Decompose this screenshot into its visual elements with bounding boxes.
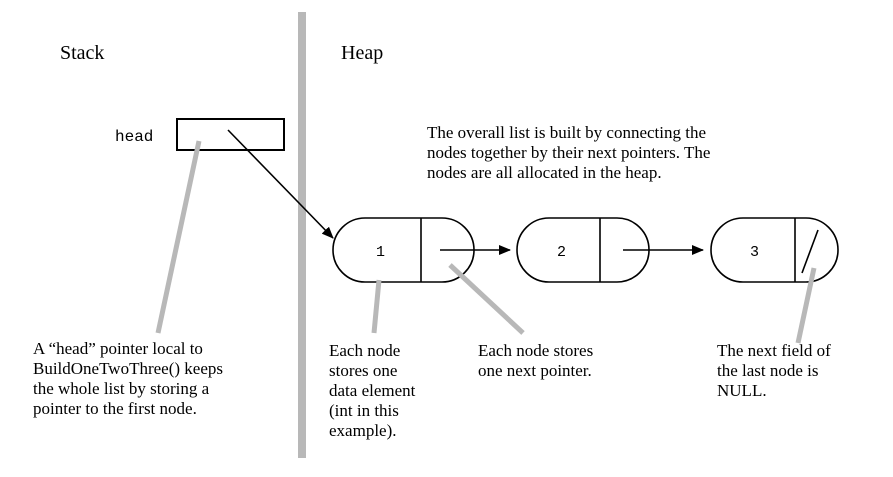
stack-heading: Stack [60, 42, 105, 64]
annotation-line: the whole list by storing a [33, 379, 210, 398]
data-element-annotation: Each node stores one data element (int i… [329, 341, 415, 441]
node-2 [516, 217, 650, 283]
annotation-line: Each node [329, 341, 401, 360]
null-field-annotation: The next field of the last node is NULL. [717, 341, 831, 401]
leader-null-field [795, 267, 817, 344]
leader-data-element [371, 279, 382, 334]
node-1 [332, 217, 475, 283]
annotation-line: The next field of [717, 341, 831, 360]
node-2-value: 2 [557, 244, 566, 261]
annotation-line: the last node is [717, 361, 819, 380]
annotation-line: A “head” pointer local to [33, 339, 203, 358]
annotation-line: stores one [329, 361, 398, 380]
annotation-line: pointer to the first node. [33, 399, 197, 418]
null-slash-mark [801, 229, 819, 274]
next-pointer-annotation: Each node stores one next pointer. [478, 341, 593, 381]
annotation-line: (int in this [329, 401, 399, 420]
annotation-line: NULL. [717, 381, 767, 400]
head-variable-label: head [115, 128, 154, 146]
node-3 [710, 217, 839, 283]
head-pointer-box [176, 118, 285, 151]
head-to-first-node-arrow [227, 129, 334, 239]
node-1-value: 1 [376, 244, 385, 261]
stack-heap-divider [298, 12, 306, 458]
annotation-line: data element [329, 381, 416, 400]
heap-heading: Heap [341, 42, 384, 64]
annotation-line: BuildOneTwoThree() keeps [33, 359, 223, 378]
annotation-line: nodes are all allocated in the heap. [427, 163, 662, 182]
leader-head-pointer [155, 140, 202, 334]
annotation-line: Each node stores [478, 341, 594, 360]
leader-next-pointer [448, 263, 525, 335]
annotation-line: nodes together by their next pointers. T… [427, 143, 711, 162]
annotation-line: The overall list is built by connecting … [427, 123, 707, 142]
annotation-line: one next pointer. [478, 361, 592, 380]
overall-annotation: The overall list is built by connecting … [427, 123, 710, 183]
annotation-line: example). [329, 421, 397, 440]
head-pointer-annotation: A “head” pointer local to BuildOneTwoThr… [33, 339, 223, 419]
node-3-value: 3 [750, 244, 759, 261]
